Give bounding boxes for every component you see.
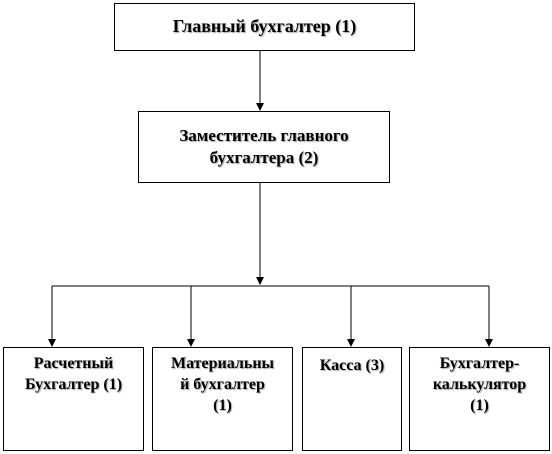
chief-accountant-label: Главный бухгалтер (1) [172, 16, 357, 37]
cash-desk-label: Касса (3) [319, 357, 385, 374]
payroll-accountant-box: Расчетный Бухгалтер (1) [3, 347, 144, 451]
cash-desk-box: Касса (3) [302, 347, 402, 451]
cost-accountant-label: Бухгалтер- калькулятор (1) [432, 355, 527, 414]
payroll-accountant-label: Расчетный Бухгалтер (1) [24, 355, 123, 393]
chief-accountant-box: Главный бухгалтер (1) [114, 3, 415, 51]
deputy-chief-accountant-box: Заместитель главного бухгалтера (2) [138, 111, 390, 183]
cost-accountant-box: Бухгалтер- калькулятор (1) [409, 347, 550, 451]
deputy-chief-accountant-label: Заместитель главного бухгалтера (2) [179, 125, 349, 167]
materials-accountant-box: Материальны й бухгалтер (1) [152, 347, 293, 451]
materials-accountant-label: Материальны й бухгалтер (1) [170, 355, 275, 414]
